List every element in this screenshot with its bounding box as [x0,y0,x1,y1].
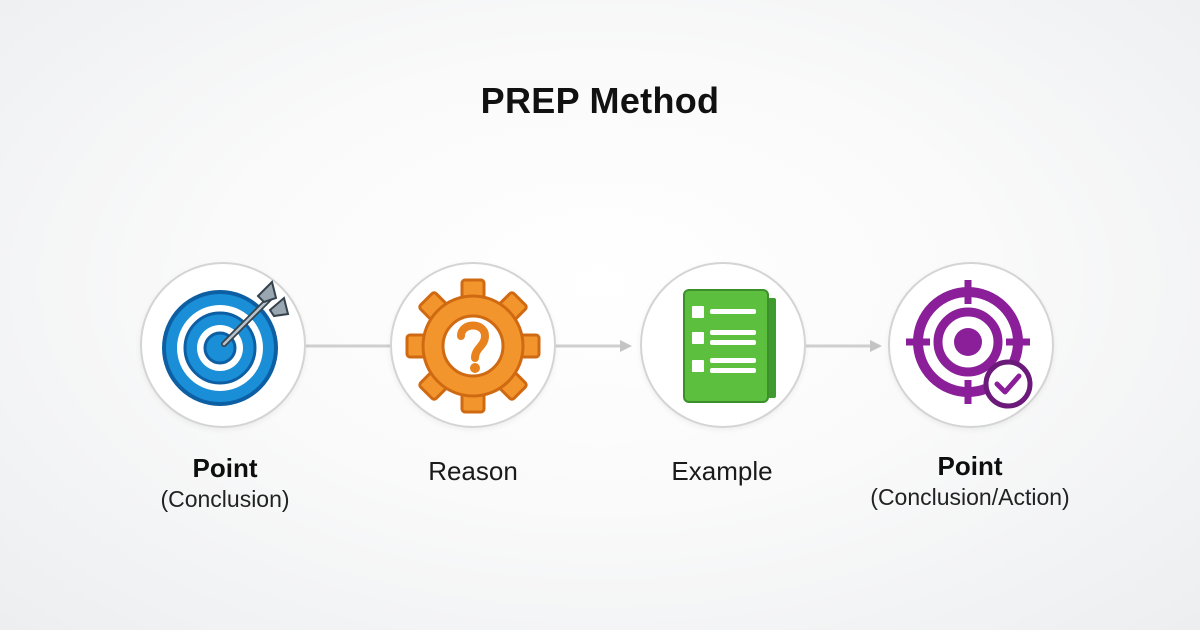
step-2-label: Reason [323,455,623,487]
step-4-circle [888,262,1054,428]
step-2-circle [390,262,556,428]
step-4-label: Point (Conclusion/Action) [820,450,1120,512]
connector-3-arrowhead [870,340,882,352]
step-3-label: Example [572,455,872,487]
connector-2-arrowhead [620,340,632,352]
step-1-circle [140,262,306,428]
step-1-label: Point (Conclusion) [75,452,375,514]
step-4-subtitle: (Conclusion/Action) [870,484,1070,510]
step-1-title: Point [192,453,258,483]
target-arrow-icon [162,280,290,406]
diagram-title: PREP Method [480,80,720,121]
step-4-title: Point [937,451,1003,481]
step-3-title: Example [671,456,773,486]
target-check-icon [906,280,1033,409]
step-1-subtitle: (Conclusion) [160,486,290,512]
step-3-circle [640,262,806,428]
question-gear-icon [405,278,541,414]
checklist-document-icon [683,289,776,403]
step-2-title: Reason [428,456,518,486]
